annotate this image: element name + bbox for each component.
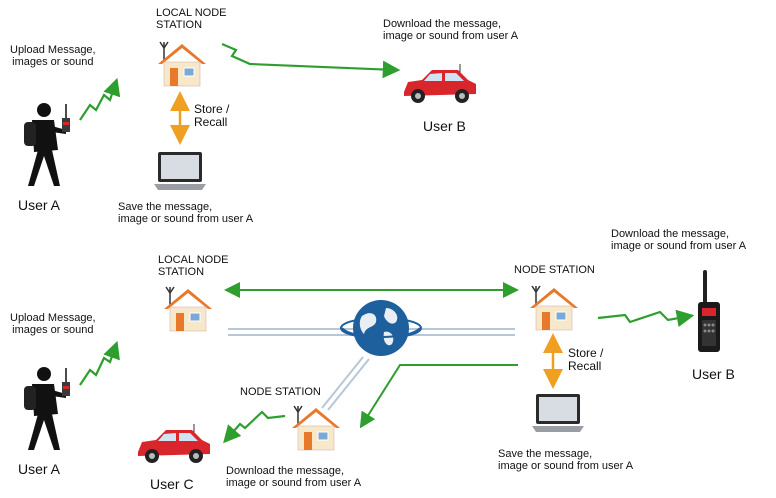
bottom-node-station-right-label: NODE STATION [514,264,595,276]
top-save-line1: Save the message, [118,201,213,213]
bottom-upload-signal [79,340,120,386]
top-local-node-label: LOCAL NODE STATION [156,7,227,31]
laptop-icon [532,394,584,432]
house-icon [164,286,212,332]
bottom-local-node-line2: STATION [158,266,205,278]
top-local-node-line2: STATION [156,19,203,31]
bottom-download-right-signal [597,309,695,328]
bottom-store-recall-label: Store / Recall [568,347,603,373]
top-local-node-line1: LOCAL NODE [156,7,227,19]
bottom-relay-arrow [359,364,518,429]
top-download-line1: Download the message, [383,18,502,30]
bottom-download-right-label: Download the message, image or sound fro… [611,228,746,252]
bottom-save-label: Save the message, image or sound from us… [498,448,633,472]
top-upload-label: Upload Message, images or sound [10,44,96,68]
bottom-local-node-line1: LOCAL NODE [158,254,229,266]
bottom-save-line1: Save the message, [498,448,593,460]
laptop-icon [154,152,206,190]
globe-icon [340,300,422,356]
top-save-line2: image or sound from user A [118,213,254,225]
bottom-upload-label: Upload Message, images or sound [10,312,96,336]
top-upload-line1: Upload Message, [10,44,96,56]
top-save-label: Save the message, image or sound from us… [118,201,253,225]
top-store-recall-line1: Store / [194,102,230,116]
top-download-signal [221,42,401,79]
car-icon [404,64,476,103]
top-store-recall-line2: Recall [194,115,228,129]
walkie-talkie-icon [698,270,720,352]
top-download-label: Download the message, image or sound fro… [383,18,518,42]
bottom-download-right-line1: Download the message, [611,228,730,240]
house-icon [530,285,578,331]
top-upload-signal [79,77,121,121]
bottom-node-station-mid-label: NODE STATION [240,386,321,398]
bottom-store-recall-line1: Store / [568,346,604,360]
bottom-user-a-label: User A [18,461,61,477]
top-download-line2: image or sound from user A [383,30,519,42]
bottom-user-b-label: User B [692,366,735,382]
bottom-download-left-signal [223,410,286,444]
bottom-upload-line1: Upload Message, [10,312,96,324]
top-user-a-label: User A [18,197,61,213]
bottom-user-c-label: User C [150,476,194,492]
bottom-upload-line2: images or sound [12,324,94,336]
bottom-save-line2: image or sound from user A [498,460,634,472]
bottom-download-left-line1: Download the message, [226,465,345,477]
house-icon [292,405,340,451]
top-upload-line2: images or sound [12,56,94,68]
bottom-download-left-line2: image or sound from user A [226,477,362,489]
walking-person-icon [24,103,70,186]
top-store-recall-label: Store / Recall [194,103,229,129]
bottom-download-right-line2: image or sound from user A [611,240,747,252]
walking-person-icon [24,367,70,450]
bottom-store-recall-line2: Recall [568,359,602,373]
bottom-local-node-label: LOCAL NODE STATION [158,254,229,278]
top-user-b-label: User B [423,118,466,134]
house-icon [158,41,206,87]
bottom-download-left-label: Download the message, image or sound fro… [226,465,361,489]
car-icon [138,424,210,463]
